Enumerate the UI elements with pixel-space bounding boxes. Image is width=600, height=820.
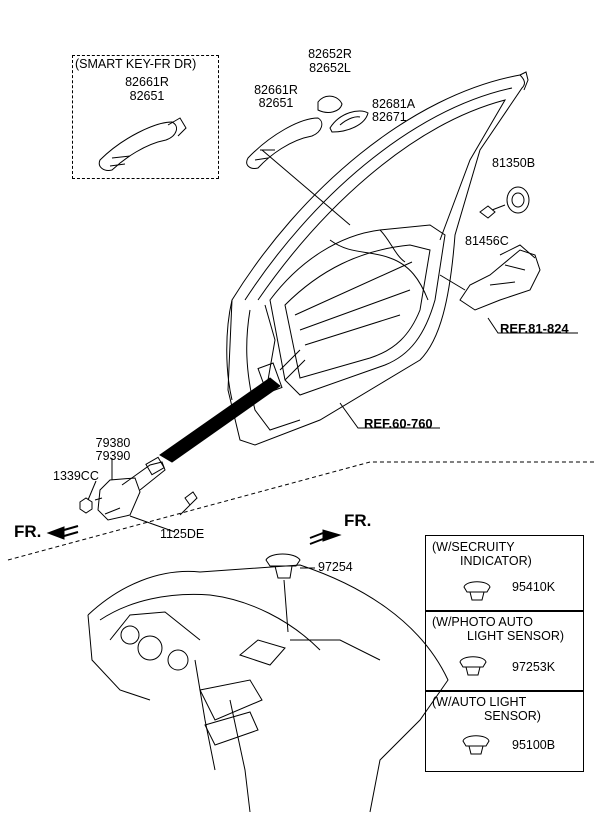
option-photo-title-2: LIGHT SENSOR) xyxy=(467,629,565,643)
dash-sensor xyxy=(265,553,301,579)
cover-part-a: 82652R xyxy=(308,47,352,61)
front-indicator-left: FR. xyxy=(14,522,42,541)
dashboard xyxy=(87,564,449,813)
front-indicator-right: FR. xyxy=(344,511,372,530)
checker-part-a: 79380 xyxy=(95,436,131,450)
outer-handle xyxy=(246,117,323,169)
latch-ref: REF.81-824 xyxy=(500,321,569,336)
option-box-photo-sensor xyxy=(425,610,584,692)
option-photo-part: 97253K xyxy=(512,660,556,674)
smart-key-title: (SMART KEY-FR DR) xyxy=(75,57,197,71)
grommet xyxy=(506,186,530,214)
handle-gasket xyxy=(329,110,369,133)
nut xyxy=(79,497,93,514)
smart-key-part-b: 82651 xyxy=(129,89,165,103)
handle-cover xyxy=(317,95,343,113)
handle-part-a: 82661R xyxy=(254,83,298,97)
smart-key-box xyxy=(72,55,219,179)
door-frame xyxy=(227,74,525,446)
door-ref: REF.60-760 xyxy=(364,416,433,431)
door-checker xyxy=(97,477,141,521)
checker-part-b: 79390 xyxy=(95,449,131,463)
option-security-part: 95410K xyxy=(512,580,556,594)
handle-part-b: 82651 xyxy=(258,96,294,110)
bolt xyxy=(179,491,198,516)
option-security-title-1: (W/SECRUITY xyxy=(432,540,515,554)
option-box-auto-light xyxy=(425,690,584,772)
option-auto-light-title-2: SENSOR) xyxy=(484,709,541,723)
smart-key-part-a: 82661R xyxy=(125,75,169,89)
bolt-part: 1125DE xyxy=(160,527,205,541)
option-photo-title-1: (W/PHOTO AUTO xyxy=(432,615,533,629)
gasket-part-a: 82681A xyxy=(372,97,416,111)
door-latch xyxy=(459,249,541,311)
door-inner-panel xyxy=(269,224,446,396)
grommet-part: 81350B xyxy=(492,156,536,170)
dash-sensor-part: 97254 xyxy=(318,560,353,574)
smart-key-handle xyxy=(98,121,178,171)
nut-part: 1339CC xyxy=(53,469,99,483)
gasket-part-b: 82671 xyxy=(372,110,407,124)
option-security-title-2: INDICATOR) xyxy=(460,554,532,568)
screw-part: 81456C xyxy=(465,234,509,248)
screw xyxy=(479,204,506,219)
option-auto-light-part: 95100B xyxy=(512,738,556,752)
option-box-security xyxy=(425,535,584,612)
option-auto-light-title-1: (W/AUTO LIGHT xyxy=(432,695,527,709)
cover-part-b: 82652L xyxy=(309,61,351,75)
